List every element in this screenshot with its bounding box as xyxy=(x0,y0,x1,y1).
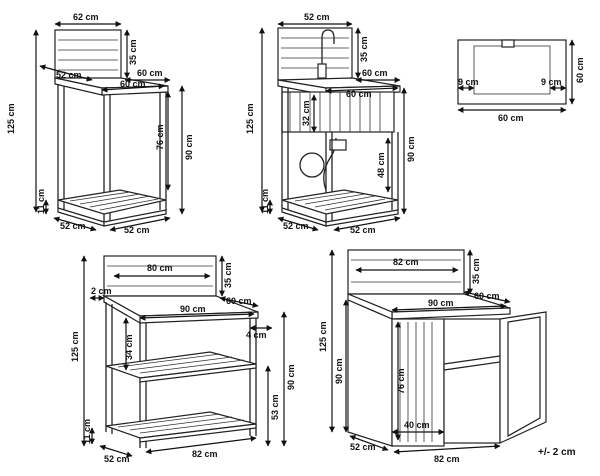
product-c-lower-height: 53 cm xyxy=(270,394,280,420)
product-b-base-depth: 52 cm xyxy=(283,221,309,231)
product-c-counter-height: 90 cm xyxy=(286,364,296,390)
product-a-inner-height: 76 cm xyxy=(155,124,165,150)
product-a-total-height: 125 cm xyxy=(6,103,16,134)
top-view-left-margin: 9 cm xyxy=(458,77,479,87)
product-c-top-width: 90 cm xyxy=(180,304,206,314)
product-b-top-width: 52 cm xyxy=(304,12,330,22)
tolerance-note: +/- 2 cm xyxy=(538,447,576,458)
product-c-overhang: 4 cm xyxy=(246,330,267,340)
product-d-cabinet-height: 76 cm xyxy=(396,368,406,394)
top-view-drawing xyxy=(457,39,575,113)
product-a-counter-width: 60 cm xyxy=(120,79,146,89)
product-c-total-height: 125 cm xyxy=(70,331,80,362)
product-a-base-depth: 52 cm xyxy=(60,221,86,231)
product-c-back-height: 35 cm xyxy=(223,262,233,288)
product-d-total-height: 125 cm xyxy=(318,321,328,352)
product-b-counter-height: 90 cm xyxy=(406,136,416,162)
product-c-back-width: 80 cm xyxy=(147,263,173,273)
product-a-side-depth: 60 cm xyxy=(137,68,163,78)
product-c-base-width: 82 cm xyxy=(192,449,218,459)
product-a-base-width: 52 cm xyxy=(124,225,150,235)
product-c-base-depth: 52 cm xyxy=(104,454,130,464)
product-a-top-width: 62 cm xyxy=(73,12,99,22)
product-a-counter-height: 90 cm xyxy=(184,134,194,160)
product-a-back-height: 35 cm xyxy=(128,39,138,65)
product-c-dimension-lines xyxy=(81,255,287,458)
top-view-right-margin: 9 cm xyxy=(541,77,562,87)
top-view-depth: 60 cm xyxy=(575,57,585,83)
product-a-drawing xyxy=(54,29,169,227)
product-d-counter-height: 90 cm xyxy=(334,358,344,384)
product-d-shelf-width: 40 cm xyxy=(404,420,430,430)
product-b-base-width: 52 cm xyxy=(350,225,376,235)
product-b-drawing xyxy=(277,27,401,227)
product-b-foot-height: 11 cm xyxy=(260,189,270,214)
product-a-foot-height: 11 cm xyxy=(36,189,46,214)
product-d-back-width: 82 cm xyxy=(393,257,419,267)
product-b-side-depth: 60 cm xyxy=(362,68,388,78)
product-b-basin-depth: 32 cm xyxy=(301,100,311,126)
product-d-side-depth: 60 cm xyxy=(474,291,500,301)
product-d-top-width: 90 cm xyxy=(428,298,454,308)
top-view-width: 60 cm xyxy=(498,113,524,123)
product-b-counter-width: 60 cm xyxy=(346,89,372,99)
product-b-total-height: 125 cm xyxy=(245,103,255,134)
product-d-dimension-lines xyxy=(329,249,511,455)
product-d-drawing xyxy=(347,249,547,447)
product-c-edge: 2 cm xyxy=(91,286,112,296)
product-d-back-height: 35 cm xyxy=(471,258,481,284)
product-b-cabinet-height: 48 cm xyxy=(376,152,386,178)
product-d-base-depth: 52 cm xyxy=(350,442,376,452)
product-b-dimension-lines xyxy=(259,21,407,232)
product-c-foot-height: 11 cm xyxy=(82,419,92,444)
product-b-back-height: 35 cm xyxy=(359,36,369,62)
product-a-dimension-lines xyxy=(33,21,185,232)
product-c-shelf-gap: 34 cm xyxy=(124,334,134,360)
product-c-side-depth: 60 cm xyxy=(226,296,252,306)
product-a-shelf-depth: 52 cm xyxy=(56,70,82,80)
product-d-base-width: 82 cm xyxy=(434,454,460,464)
